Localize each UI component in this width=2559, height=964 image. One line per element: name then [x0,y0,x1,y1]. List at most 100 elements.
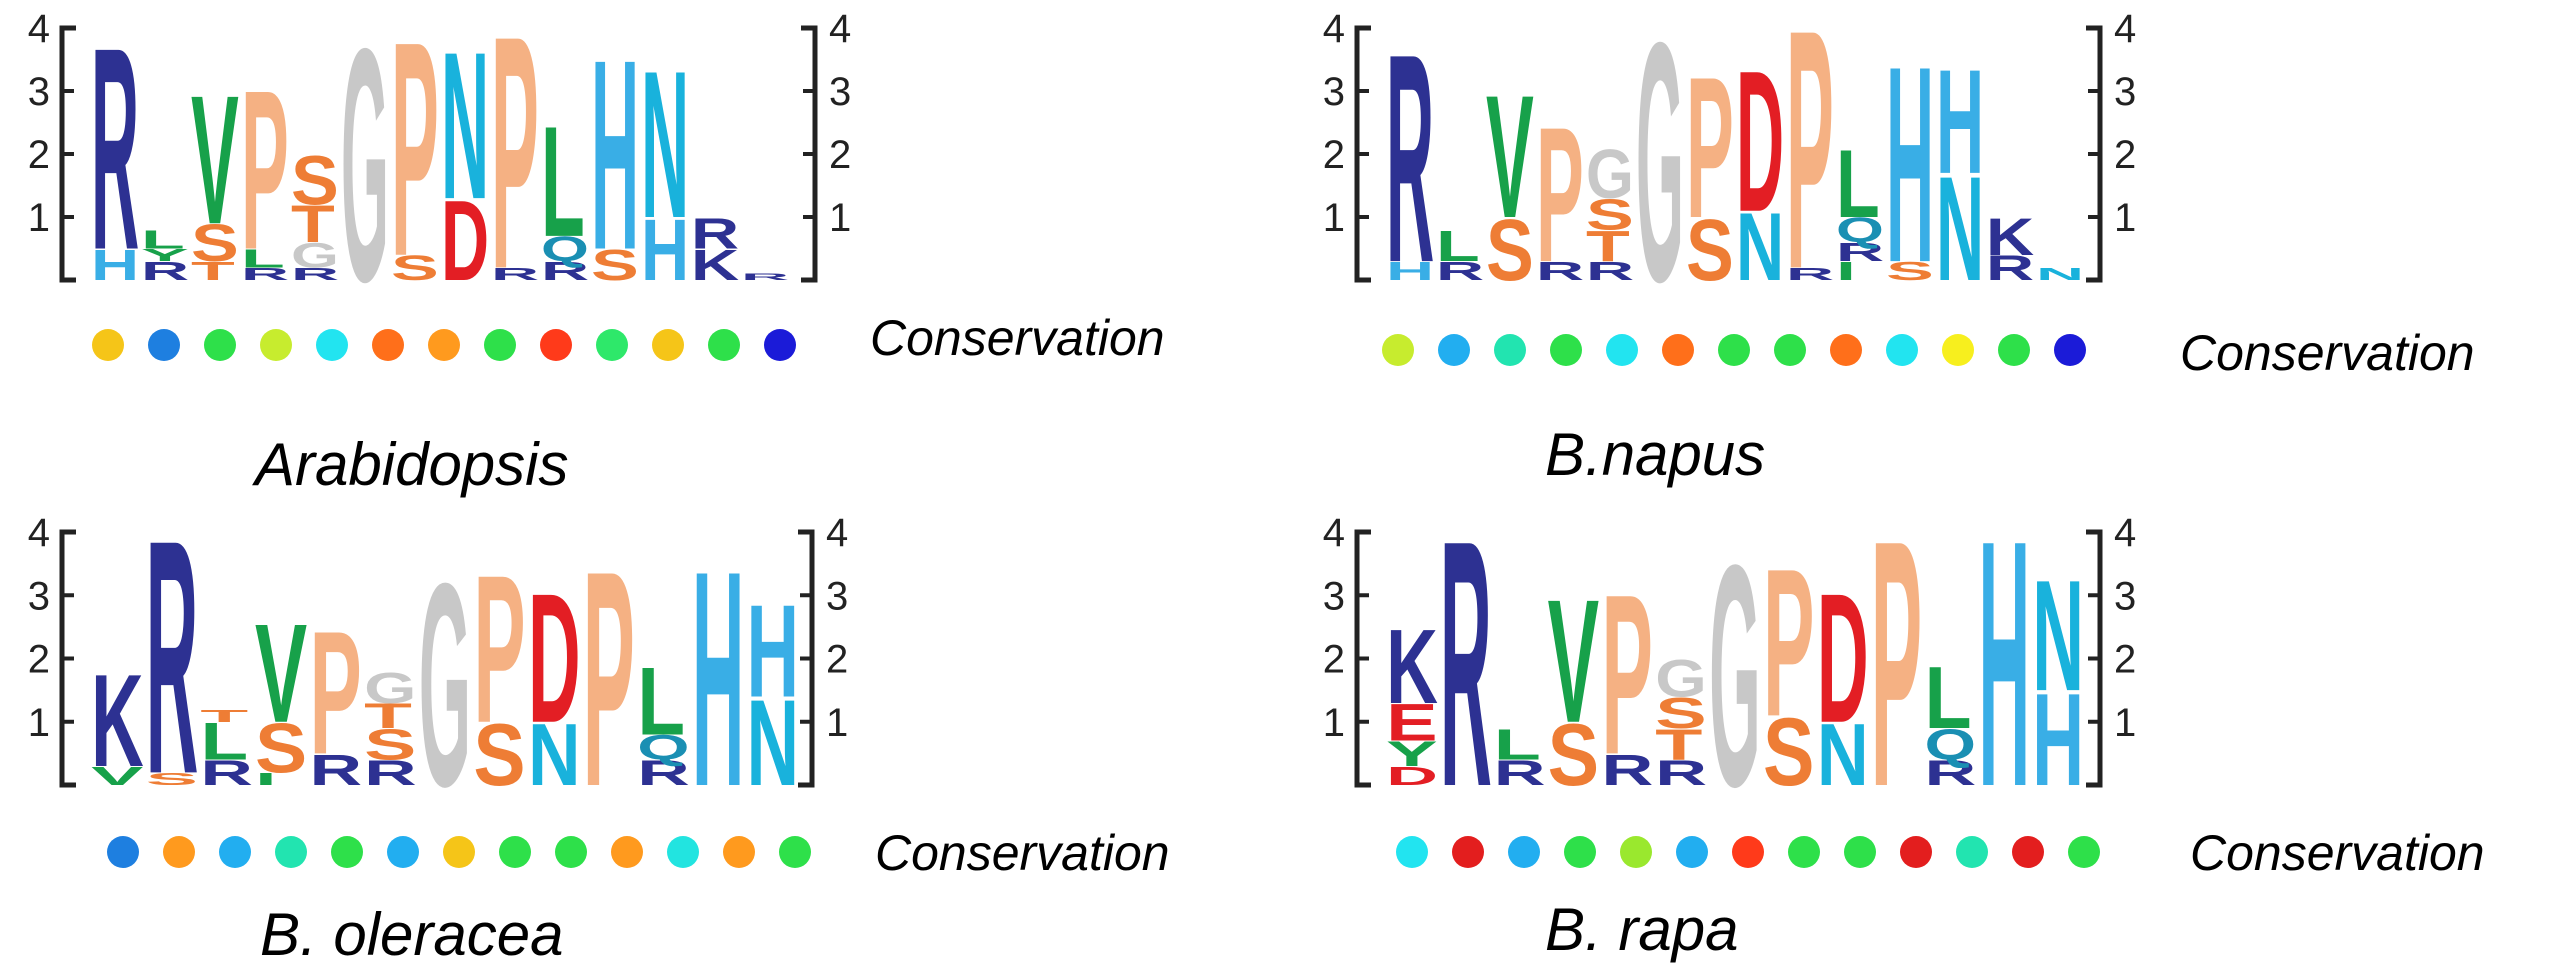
residue-N-letter: N [2036,265,2084,284]
residue-R-letter: R [741,272,789,282]
residue-D-letter: D [1736,28,1784,254]
residue-P-letter: P [473,531,525,767]
conservation-dot [107,836,139,868]
residue-H-letter: H [1936,40,1984,205]
residue-K-letter: K [91,647,144,794]
conservation-dot [1942,334,1974,366]
residue-P-letter: P [1786,0,1834,341]
conservation-dot [372,329,404,361]
left-tick-label: 1 [28,196,50,240]
left-tick-label: 4 [28,7,50,51]
residue-G-letter: G [1709,500,1761,853]
left-tick-label: 4 [1323,7,1345,51]
right-tick-label: 4 [826,511,848,555]
residue-N-letter: N [1817,705,1869,804]
residue-L-letter: L [141,225,185,254]
residue-L-letter: L [1925,648,1972,747]
residue-D-letter: D [1386,762,1438,791]
residue-V-letter: V [1486,60,1534,255]
residue-T-letter: T [200,706,248,726]
species-label: B. rapa [1545,896,1738,963]
residue-P-letter: P [491,0,539,338]
residue-R-letter: R [637,754,690,793]
conservation-dot [652,329,684,361]
residue-Q-letter: Q [637,728,689,767]
residue-T-letter: T [1655,721,1702,770]
conservation-dot [428,329,460,361]
residue-R-letter: R [541,256,589,286]
species-label: B. oleracea [260,901,564,964]
residue-G-letter: G [1586,134,1634,213]
residue-S-letter: S [146,770,198,790]
residue-V-letter: V [91,762,143,791]
residue-L-letter: L [200,713,248,771]
residue-P-letter: P [1536,87,1584,302]
residue-T-letter: T [191,257,235,286]
residue-K-letter: K [1986,208,2034,267]
right-tick-label: 3 [826,574,848,618]
residue-P-letter: P [241,42,289,297]
left-tick-label: 4 [1323,511,1345,555]
residue-S-letter: S [191,214,239,273]
residue-S-letter: S [364,721,416,769]
residue-T-letter: T [364,696,412,735]
left-tick-label: 3 [28,70,50,114]
residue-D-letter: D [528,555,581,762]
conservation-dot [331,836,363,868]
conservation-dot [708,329,740,361]
residue-R-letter: R [364,754,417,793]
residue-N-letter: N [641,28,689,263]
residue-G-letter: G [341,0,389,351]
residue-G-letter: G [291,236,339,275]
residue-G-letter: G [419,523,471,847]
conservation-dot [596,329,628,361]
residue-R-letter: R [146,471,199,844]
residue-Q-letter: Q [541,230,589,269]
residue-H-letter: H [1978,466,2030,860]
left-tick-label: 2 [28,133,50,177]
residue-N-letter: N [1936,147,1984,312]
residue-S-letter: S [391,248,439,287]
conservation-dot [1998,334,2030,366]
residue-N-letter: N [1736,193,1784,301]
residue-V-letter: V [191,57,239,263]
residue-L-letter: L [1436,221,1480,270]
residue-E-letter: E [1386,694,1437,753]
residue-S-letter: S [1548,705,1599,804]
residue-T-letter: T [1586,221,1630,270]
conservation-dot [275,836,307,868]
right-tick-label: 3 [2114,574,2136,618]
residue-D-letter: D [1817,554,1869,761]
right-tick-label: 2 [826,638,848,682]
conservation-dot [1662,334,1694,366]
residue-R-letter: R [1836,237,1884,267]
residue-R-letter: R [291,265,339,284]
residue-P-letter: P [1601,548,1652,803]
residue-R-letter: R [1655,753,1707,792]
residue-L-letter: L [1494,721,1541,770]
conservation-label: Conservation [870,310,1165,366]
right-tick-label: 2 [2114,638,2136,682]
conservation-dot [611,836,643,868]
left-tick-label: 2 [28,638,50,682]
residue-H-letter: H [591,3,639,307]
residue-R-letter: R [691,209,739,258]
species-label: Arabidopsis [252,431,569,498]
species-label: B.napus [1545,421,1765,488]
conservation-dot [1844,836,1876,868]
residue-S-letter: S [1686,201,1734,298]
right-tick-label: 1 [826,701,848,745]
residue-V-letter: V [1548,562,1599,759]
residue-R-letter: R [91,0,139,311]
conservation-dot [204,329,236,361]
residue-R-letter: R [1986,249,2034,288]
right-tick-label: 4 [829,7,851,51]
conservation-dot [1508,836,1540,868]
left-tick-label: 1 [1323,196,1345,240]
residue-N-letter: N [746,675,799,811]
residue-P-letter: P [583,507,635,851]
residue-L-letter: L [541,93,585,269]
residue-S-letter: S [255,709,307,787]
